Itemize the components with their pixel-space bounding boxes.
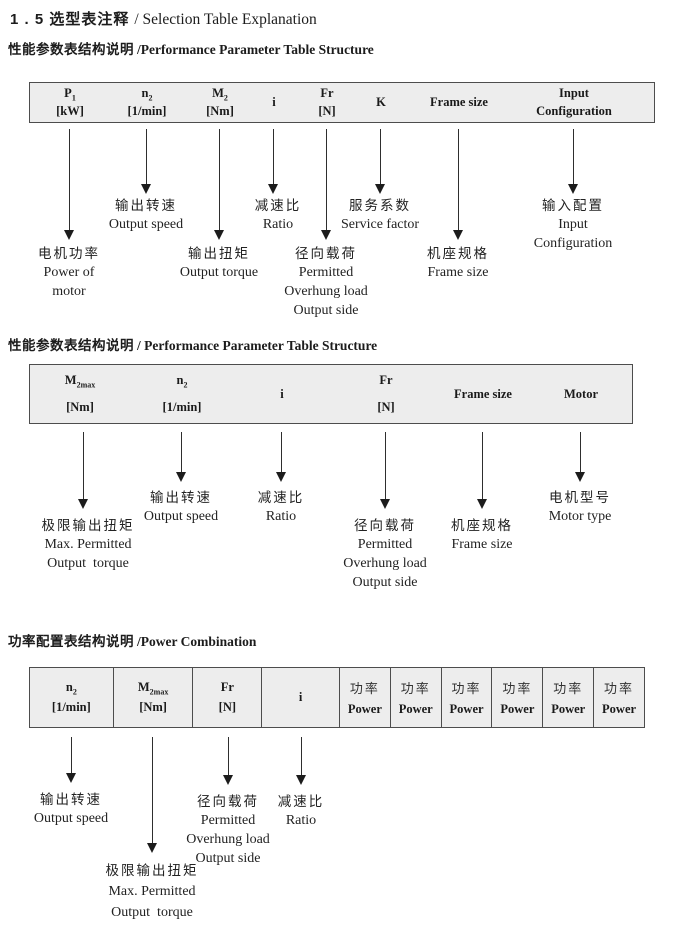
label-overhung-load-1: 径向载荷 Permitted Overhung load Output side [284,246,368,318]
col-i: i [272,95,276,109]
arrow-i-ratio-2 [276,432,287,482]
label-output-torque: 输出扭矩 Output torque [179,246,259,280]
col-n2: n2 [1/min] [162,373,202,414]
arrow-i-ratio [268,129,279,194]
label-ratio-3: 减速比 Ratio [277,794,325,828]
arrow-input-configuration [568,129,579,194]
col-motor: Motor [563,386,599,401]
arrow-m2max-output-torque [78,432,89,509]
label-power-of-motor: 电机功率 Power of motor [38,246,100,299]
arrow-m2max-output-torque-3 [147,737,158,853]
label-ratio-2: 减速比 Ratio [257,490,305,524]
label-max-output-torque-2: 极限输出扭矩 Max. Permitted Output torque [41,518,135,571]
col-power-2: 功率 Power [391,668,442,727]
section3-heading: 功率配置表结构说明/Power Combination [8,634,257,649]
label-ratio-1: 减速比 Ratio [254,198,302,232]
col-power-3: 功率 Power [442,668,493,727]
col-i: i [262,668,340,727]
col-input-configuration: Input Configuration [536,86,612,118]
arrow-frame-size-2 [477,432,488,509]
col-frame-size: Frame size [430,95,488,109]
arrow-m2-output-torque [214,129,225,240]
label-frame-size-2: 机座规格 Frame size [451,518,513,552]
page-title-zh: 1 . 5 选型表注释 [10,11,130,28]
col-p1: P1 [kW] [56,86,84,118]
col-m2max: M2max [Nm] [64,373,96,414]
label-output-speed-1: 输出转速 Output speed [108,198,184,232]
arrow-frame-size [453,129,464,240]
label-output-speed-2: 输出转速 Output speed [143,490,219,524]
arrow-i-ratio-3 [296,737,307,785]
page-title: 1 . 5 选型表注释/ Selection Table Explanation [10,8,317,29]
col-power-4: 功率 Power [492,668,544,727]
arrow-motor-type [575,432,586,482]
label-output-speed-3: 输出转速 Output speed [33,792,109,826]
label-input-configuration: 输入配置 Input Configuration [533,198,613,251]
arrow-fr-overhung-load-3 [223,737,234,785]
arrow-k-service-factor [375,129,386,194]
performance-table-2-header: M2max [Nm] n2 [1/min] i Fr [N] Frame siz… [29,364,633,424]
label-service-factor: 服务系数 Service factor [340,198,420,232]
arrow-n2-output-speed-3 [66,737,77,783]
col-m2max: M2max [Nm] [114,668,194,727]
arrow-fr-overhung-load-2 [380,432,391,509]
label-max-output-torque-3: 极限输出扭矩 Max. Permitted Output torque [105,863,199,920]
arrow-p1-power-of-motor [64,129,75,240]
col-n2: n2 [1/min] [127,86,167,118]
col-power-5: 功率 Power [543,668,595,727]
col-power-6: 功率 Power [602,681,637,716]
col-fr: Fr [N] [318,86,336,118]
performance-table-1-header: P1 [kW] n2 [1/min] M2 [Nm] i Fr [N] K Fr… [29,82,655,123]
section1-heading: 性能参数表结构说明/Performance Parameter Table St… [8,42,374,57]
col-i: i [280,386,284,401]
section2-heading: 性能参数表结构说明/ Performance Parameter Table S… [8,338,378,353]
col-n2: n2 [1/min] [30,668,114,727]
page-title-en: / Selection Table Explanation [134,11,317,28]
col-m2: M2 [Nm] [206,86,234,118]
col-frame-size: Frame size [454,386,512,401]
col-k: K [376,95,386,109]
label-frame-size-1: 机座规格 Frame size [427,246,489,280]
label-overhung-load-3: 径向载荷 Permitted Overhung load Output side [186,794,270,866]
arrow-fr-overhung-load [321,129,332,240]
col-fr: Fr [N] [377,373,395,414]
label-overhung-load-2: 径向载荷 Permitted Overhung load Output side [343,518,427,590]
power-combination-table-header: n2 [1/min] M2max [Nm] Fr [N] i 功率 Power … [29,667,645,728]
label-motor-type: 电机型号 Motor type [548,490,612,524]
col-power-1: 功率 Power [340,668,391,727]
arrow-n2-output-speed-2 [176,432,187,482]
col-fr: Fr [N] [193,668,263,727]
arrow-n2-output-speed [141,129,152,194]
